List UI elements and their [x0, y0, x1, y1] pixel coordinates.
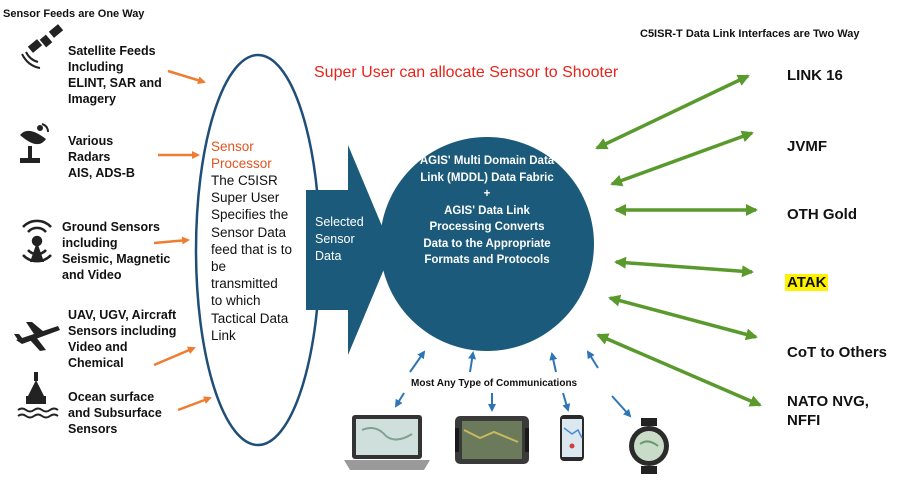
source-label-aircraft: UAV, UGV, Aircraft Sensors including Vid…	[68, 308, 177, 370]
comms-arrow-up-2	[468, 351, 477, 373]
data-fabric-text: AGIS' Multi Domain Data Link (MDDL) Data…	[419, 155, 555, 266]
feed-arrow-aircraft	[153, 346, 196, 367]
data-link-header: C5ISR-T Data Link Interfaces are Two Way	[640, 28, 860, 40]
source-label-satellite: Satellite Feeds Including ELINT, SAR and…	[68, 44, 162, 106]
comms-arrow-down-3	[562, 392, 571, 412]
selected-sensor-data-label: Selected Sensor Data	[315, 215, 364, 263]
comms-arrow-up-3	[549, 352, 558, 373]
data-link-link16: LINK 16	[787, 67, 843, 84]
buoy-icon	[17, 372, 59, 419]
comms-arrow-up-4	[586, 350, 599, 369]
data-link-nato: NATO NVG, NFFI	[787, 393, 869, 429]
data-link-jvmf: JVMF	[787, 138, 828, 155]
comms-label: Most Any Type of Communications	[411, 378, 578, 389]
link-arrow-jvmf	[610, 130, 754, 187]
feed-arrow-satellite	[167, 69, 206, 85]
radar-dish-icon	[20, 123, 49, 163]
source-label-ocean: Ocean surface and Subsurface Sensors	[68, 390, 162, 436]
data-fabric-circle	[380, 137, 594, 351]
sensor-processor-title: Sensor Processor	[211, 139, 272, 171]
data-link-oth-gold: OTH Gold	[787, 206, 857, 223]
comms-arrow-down-1	[394, 392, 405, 408]
comms-arrow-down-4	[611, 395, 632, 418]
feed-arrow-ocean	[177, 396, 212, 412]
data-link-atak: ATAK	[785, 273, 829, 292]
comms-arrow-up-1	[409, 350, 426, 373]
smartwatch-icon	[629, 418, 669, 474]
link-arrow-atak	[614, 256, 754, 278]
feed-arrow-ground	[153, 236, 190, 245]
link-arrow-nato	[596, 333, 762, 407]
ground-sensor-icon	[22, 219, 52, 263]
rugged-tablet-icon	[455, 416, 529, 464]
link-arrow-link16	[595, 74, 750, 150]
super-user-note: Super User can allocate Sensor to Shoote…	[314, 64, 619, 81]
atak-highlight: ATAK	[785, 274, 829, 291]
sensor-feeds-header: Sensor Feeds are One Way	[3, 8, 145, 20]
laptop-icon	[344, 415, 430, 470]
link-arrow-cot	[608, 294, 758, 341]
smartphone-icon	[560, 415, 584, 461]
aircraft-icon	[14, 322, 60, 351]
source-label-radars: Various Radars AIS, ADS-B	[68, 134, 135, 180]
satellite-icon	[21, 24, 64, 69]
source-label-ground: Ground Sensors including Seismic, Magnet…	[62, 220, 171, 282]
sensor-processor-description: The C5ISR Super User Specifies the Senso…	[211, 173, 293, 343]
selected-sensor-data-arrow	[306, 145, 392, 355]
data-link-cot: CoT to Others	[787, 344, 887, 361]
